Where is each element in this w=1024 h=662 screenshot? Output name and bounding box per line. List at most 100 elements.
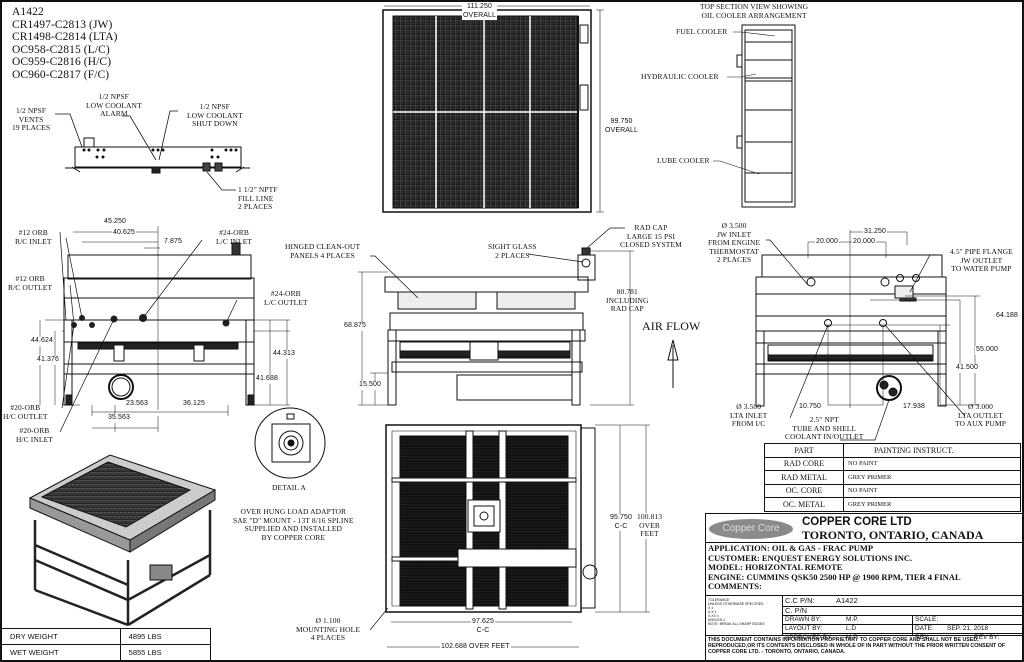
cc-pn-label: C.C P/N: (785, 596, 815, 605)
date-label: DATE: (915, 625, 934, 632)
instruction-cell: GREY PRIMER (843, 470, 1021, 485)
detail-a-label: DETAIL A (272, 483, 306, 492)
dim-41-688: 41.688 (255, 375, 280, 384)
section-view-title: TOP SECTION VIEW SHOWING OIL COOLER ARRA… (700, 2, 809, 20)
isometric-view (28, 454, 217, 627)
hydraulic-cooler-label: HYDRAULIC COOLER (641, 72, 719, 81)
mounting-hole-label: Ø 1.100 MOUNTING HOLE 4 PLACES (296, 616, 360, 642)
revision-grid: TOLERANCE UNLESS OTHERWISE SPECIFIED X ±… (706, 595, 1023, 641)
dim-97-625: 97.625 C-C (471, 618, 496, 635)
approved-by-label: APPROVED BY: (785, 634, 834, 641)
rc-outlet-label: #12 ORB R/C OUTLET (8, 274, 53, 292)
low-coolant-shutdown-label: 1/2 NPSF LOW COOLANT SHUT DOWN (187, 102, 243, 128)
dim-64-188: 64.188 (995, 312, 1020, 321)
instruction-cell: NO PAINT (843, 456, 1021, 471)
date-value: SEP. 21, 2018 (947, 625, 989, 632)
dim-41-500: 41.500 (955, 364, 980, 373)
part-cell: RAD METAL (764, 470, 844, 485)
detail-a (254, 407, 326, 479)
npt-coolant-label: 2.5" NPT TUBE AND SHELL COOLANT IN/OUTLE… (785, 415, 864, 441)
part-cell: OC. CORE (764, 483, 844, 498)
dim-45-250: 45.250 (103, 218, 128, 227)
left-elevation (39, 226, 290, 433)
top-view (382, 5, 604, 213)
column-header: PART (764, 443, 844, 458)
dim-102-688: 102.688 OVER FEET (440, 643, 511, 652)
company-logo: Copper Core (709, 519, 793, 539)
instruction-cell: GREY PRIMER (843, 497, 1021, 512)
dim-68-875: 68.875 (343, 322, 368, 331)
layout-by-label: LAYOUT BY: (785, 625, 823, 632)
pipe-flange-label: 4.5" PIPE FLANGE JW OUTLET TO WATER PUMP (950, 247, 1013, 273)
company-name: COPPER CORE LTD (802, 516, 912, 528)
dim-20-000-left: 20.000 (815, 238, 840, 247)
part-cell: RAD CORE (764, 456, 844, 471)
dim-36-125: 36.125 (182, 400, 207, 409)
tolerance-note: TOLERANCE UNLESS OTHERWISE SPECIFIED X ±… (708, 598, 765, 626)
weight-value: 4895 LBS (119, 628, 212, 645)
application-info: APPLICATION: OIL & GAS - FRAC PUMP CUSTO… (708, 543, 961, 591)
dim-40-625: 40.625 (112, 229, 137, 238)
side-view (55, 110, 250, 191)
scale-label: SCALE: (915, 616, 939, 623)
approved-by-value: M.P (846, 634, 858, 641)
proprietary-disclaimer: THIS DOCUMENT CONTAINS INFORMATION PROPR… (708, 637, 1006, 655)
weight-value: 5855 LBS (119, 644, 212, 661)
company-name-block: COPPER CORE LTD TORONTO, ONTARIO, CANADA (802, 516, 983, 542)
dim-100-813: 100.813 OVER FEET (637, 512, 663, 539)
dim-55-000: 55.000 (975, 346, 1000, 355)
hc-outlet-label: #20-ORB H/C OUTLET (3, 403, 48, 421)
adaptor-note: OVER HUNG LOAD ADAPTOR SAE "D" MOUNT - 1… (233, 507, 354, 542)
lta-outlet-label: Ø 3.000 LTA OUTLET TO AUX PUMP (955, 402, 1006, 428)
dim-31-250: 31.250 (863, 228, 888, 237)
jw-inlet-label: Ø 3.500 JW INLET FROM ENGINE THERMOSTAT … (708, 221, 761, 264)
c-pn-label: C. P/N (785, 606, 808, 615)
dim-95-750: 95.750 C-C (609, 514, 634, 531)
dim-80-781: 80.781 INCLUDING RAD CAP (606, 287, 649, 313)
overall-height-dim: 99.750 OVERALL (604, 118, 639, 135)
section-view (713, 24, 796, 208)
clean-out-panels-label: HINGED CLEAN-OUT PANELS 4 PLACES (285, 242, 361, 260)
sight-glass-label: SIGHT GLASS 2 PLACES (488, 242, 537, 260)
dim-41-376: 41.376 (36, 356, 61, 365)
rev-by-label: REV BY: (974, 634, 1000, 641)
air-flow-label: AIR FLOW (642, 319, 701, 333)
instruction-cell: NO PAINT (843, 483, 1021, 498)
drawn-by-label: DRAWN BY: (785, 616, 822, 623)
company-location: TORONTO, ONTARIO, CANADA (802, 528, 984, 542)
lube-cooler-label: LUBE COOLER (657, 156, 710, 165)
part-cell: OC. METAL (764, 497, 844, 512)
title-block: Copper Core COPPER CORE LTD TORONTO, ONT… (705, 513, 1024, 662)
dim-10-750: 10.750 (798, 403, 823, 412)
vents-label: 1/2 NPSF VENTS 19 PLACES (12, 106, 51, 132)
rad-cap-label: RAD CAP LARGE 15 PSI CLOSED SYSTEM (620, 223, 682, 249)
dim-17-938: 17.938 (902, 403, 927, 412)
low-coolant-alarm-label: 1/2 NPSF LOW COOLANT ALARM (86, 92, 142, 118)
part-number-list: A1422 CR1497-C2813 (JW) CR1498-C2814 (LT… (12, 6, 118, 81)
rev-label: REV: (915, 634, 930, 641)
drawn-by-value: M.P. (846, 616, 859, 623)
fuel-cooler-label: FUEL COOLER (676, 27, 728, 36)
dim-44-624: 44.624 (30, 337, 55, 346)
weight-label: DRY WEIGHT (1, 628, 121, 645)
overall-width-dim: 111.250 OVERALL (462, 3, 497, 20)
dim-7-875: 7.875 (163, 238, 184, 247)
fill-line-label: 1 1/2" NPTF FILL LINE 2 PLACES (238, 185, 278, 211)
lc-outlet-label: #24-ORB L/C OUTLET (264, 289, 308, 307)
center-elevation (358, 227, 679, 406)
column-header: PAINTING INSTRUCT. (843, 443, 1021, 458)
right-elevation (755, 230, 980, 441)
rc-inlet-label: #12 ORB R/C INLET (15, 228, 52, 246)
hc-inlet-label: #20-ORB H/C INLET (16, 426, 53, 444)
